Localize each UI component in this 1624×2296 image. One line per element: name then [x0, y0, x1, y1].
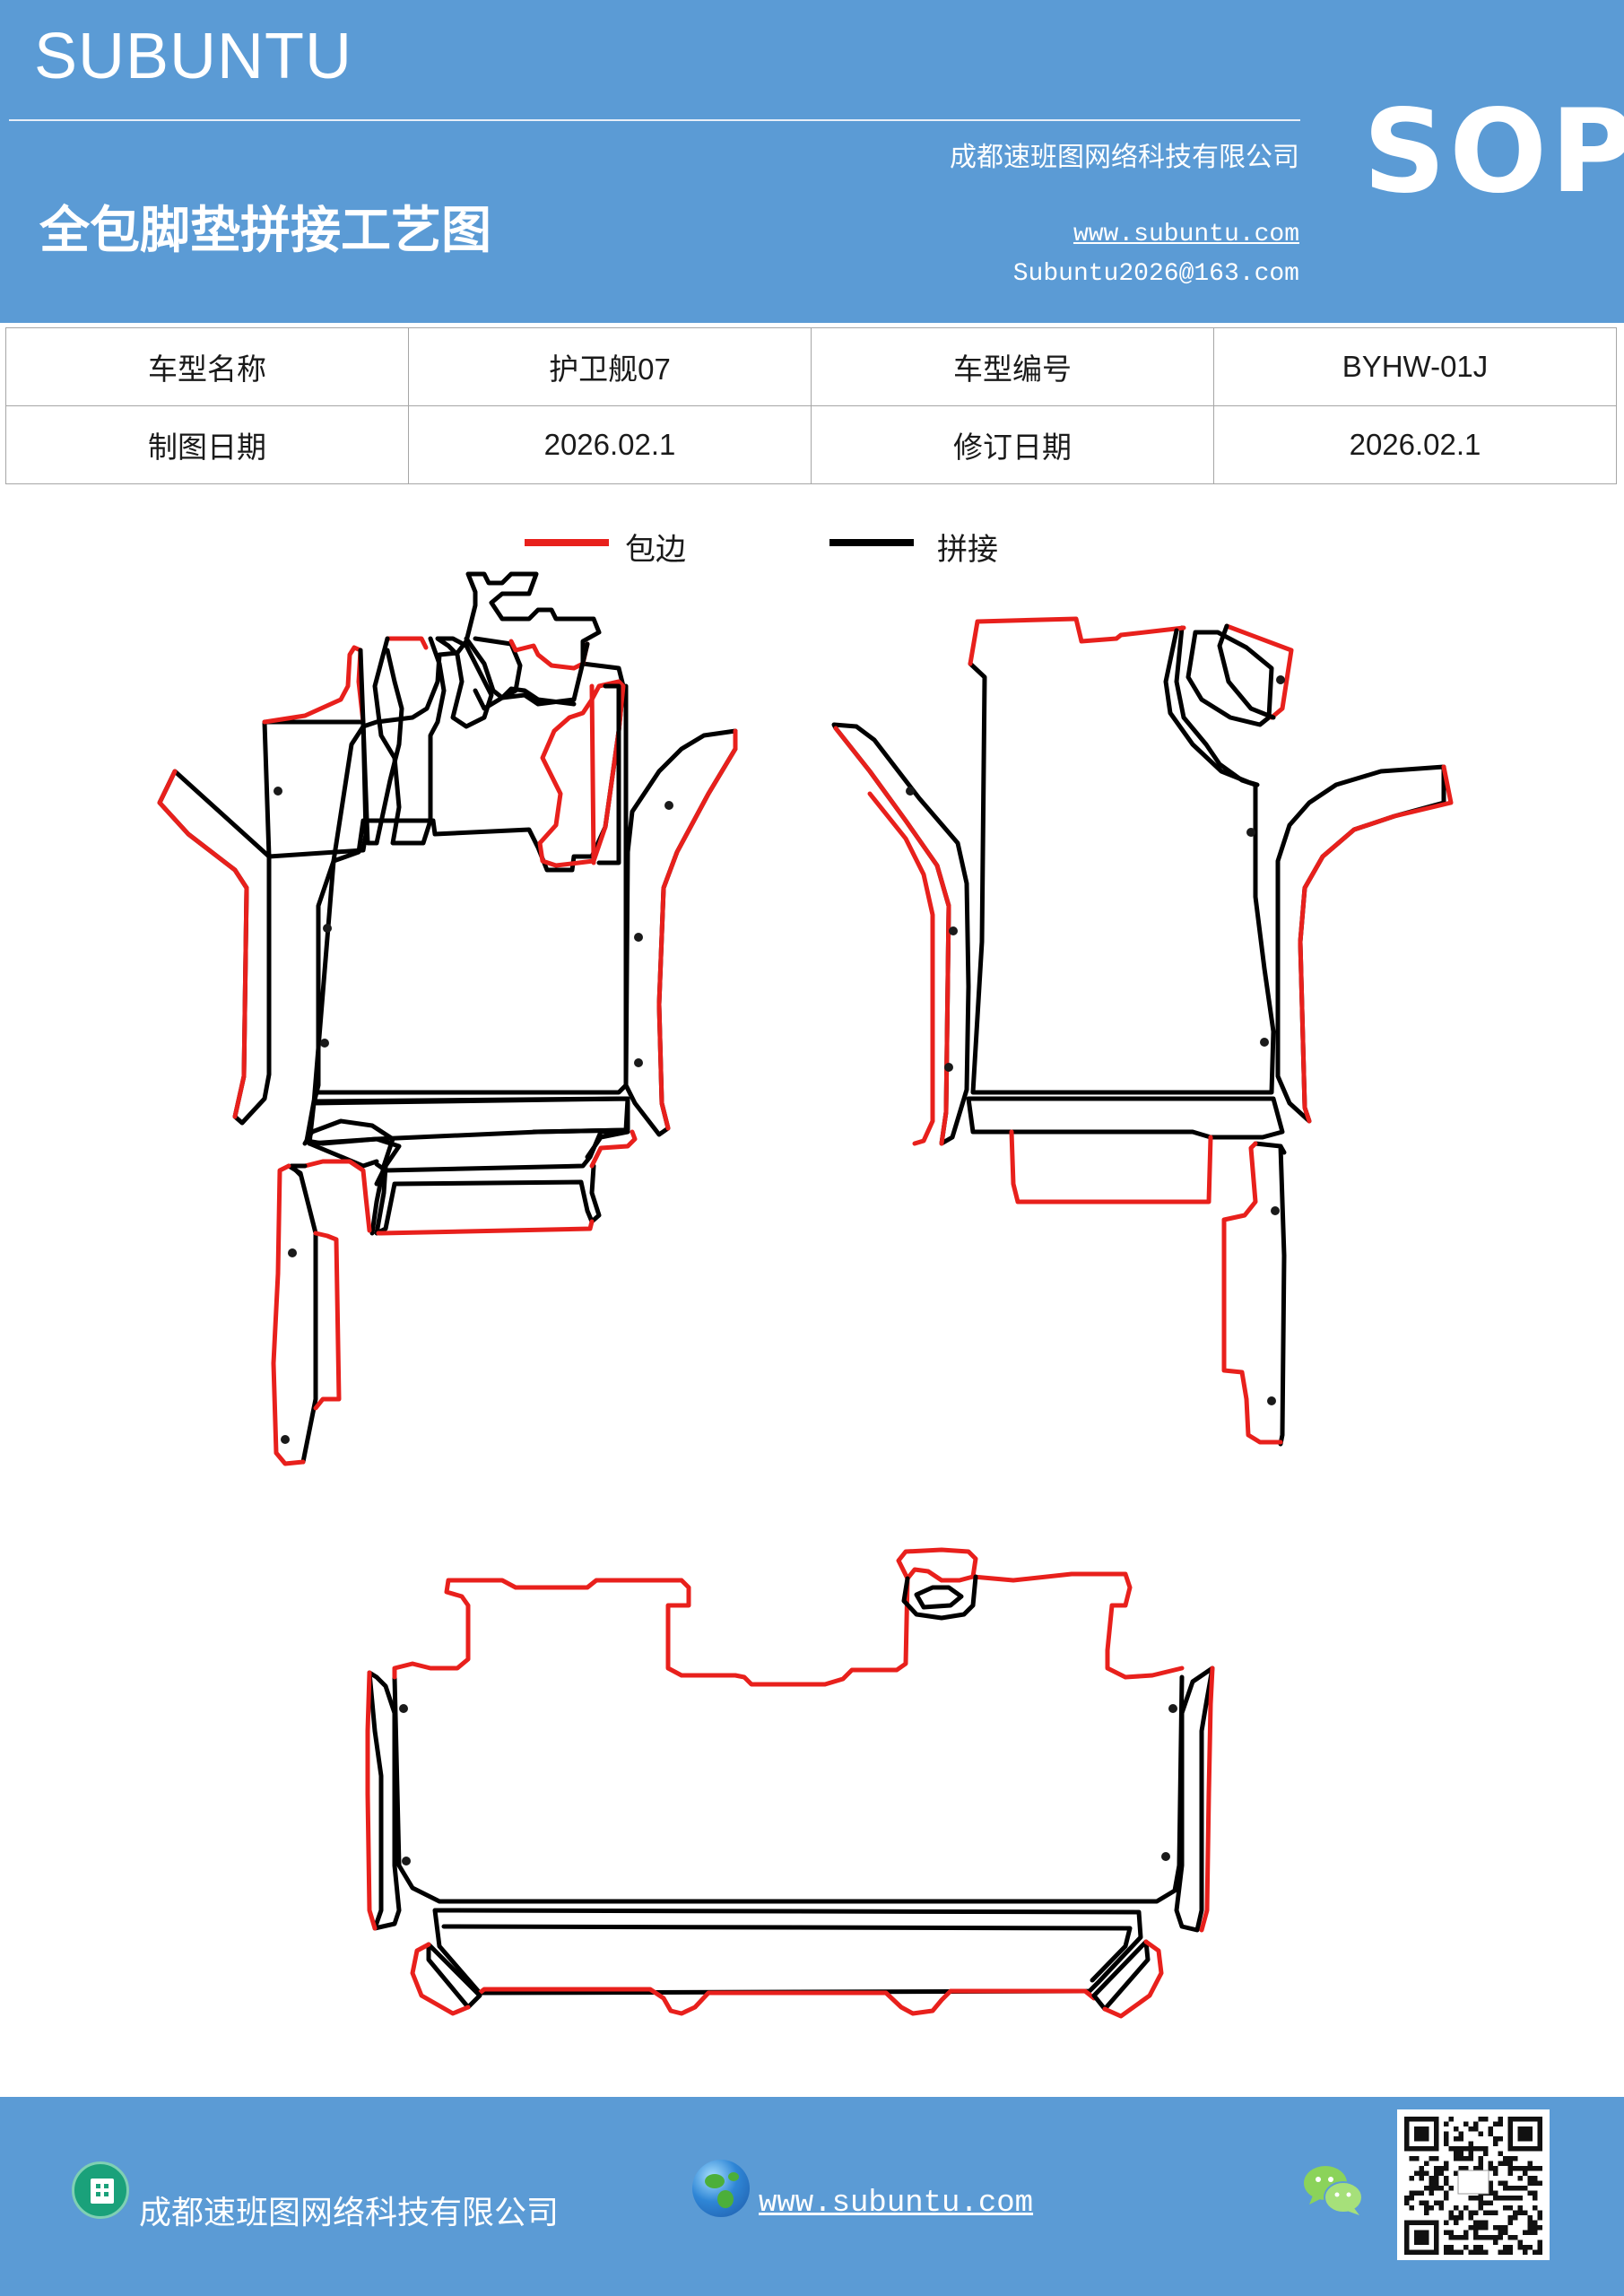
fastener-dot [1276, 675, 1285, 684]
model-name-value: 护卫舰07 [408, 327, 812, 406]
legend-label-edging: 包边 [625, 532, 686, 568]
model-code-label: 车型编号 [811, 327, 1214, 406]
legend-item-edging: 包边 [525, 525, 740, 570]
legend-swatch-red [525, 539, 609, 546]
fastener-dot [323, 924, 332, 933]
legend-item-seam: 拼接 [829, 525, 1045, 570]
fastener-dot [1168, 1704, 1177, 1713]
fastener-dot [664, 801, 673, 810]
globe-icon [692, 2160, 750, 2217]
fastener-dot [1271, 1206, 1280, 1215]
fastener-dot [402, 1857, 411, 1866]
legend-label-seam: 拼接 [937, 532, 998, 568]
revision-date-label: 修订日期 [811, 405, 1214, 484]
building-icon [72, 2161, 129, 2219]
fastener-dot [944, 1063, 953, 1072]
model-name-label: 车型名称 [5, 327, 409, 406]
drawing-date-label: 制图日期 [5, 405, 409, 484]
fastener-dot [288, 1248, 297, 1257]
fastener-dot [1246, 828, 1255, 837]
fastener-dot [1161, 1852, 1170, 1861]
vehicle-info-table: 车型名称 护卫舰07 车型编号 BYHW-01J 制图日期 2026.02.1 … [5, 327, 1617, 484]
drawing-date-value: 2026.02.1 [408, 405, 812, 484]
footer-website-link[interactable]: www.subuntu.com [759, 2187, 1034, 2221]
fastener-dot [1267, 1396, 1276, 1405]
fastener-dot [949, 926, 958, 935]
legend-swatch-black [829, 539, 914, 546]
fastener-dot [906, 787, 915, 796]
fastener-dot [281, 1435, 290, 1444]
fastener-dot [1260, 1038, 1269, 1047]
fastener-dot [634, 933, 643, 942]
header-divider [9, 119, 1300, 121]
fastener-dot [634, 1058, 643, 1067]
front-left-mat [157, 571, 738, 1466]
wechat-icon[interactable] [1302, 2161, 1365, 2219]
rear-mat [365, 1547, 1215, 2019]
fastener-dot [274, 787, 282, 796]
fastener-dot [399, 1704, 408, 1713]
sop-badge: SOP [1363, 85, 1624, 219]
header-website-link[interactable]: www.subuntu.com [1073, 221, 1299, 248]
front-right-mat [831, 616, 1454, 1447]
header-company-name: 成都速班图网络科技有限公司 [950, 142, 1299, 173]
header-email: Subuntu2026@163.com [1012, 260, 1299, 288]
table-row: 制图日期 2026.02.1 修订日期 2026.02.1 [5, 405, 1617, 484]
floor-mat-splicing-diagram [157, 571, 1454, 2019]
table-row: 车型名称 护卫舰07 车型编号 BYHW-01J [5, 327, 1617, 406]
fastener-dot [320, 1039, 329, 1048]
brand-logo-text: SUBUNTU [34, 21, 353, 92]
footer-company-name: 成都速班图网络科技有限公司 [139, 2195, 560, 2231]
model-code-value: BYHW-01J [1213, 327, 1617, 406]
document-title: 全包脚垫拼接工艺图 [39, 201, 491, 260]
header-banner [0, 0, 1624, 323]
qr-code[interactable] [1397, 2109, 1550, 2260]
fastener-dots [274, 675, 1285, 1866]
revision-date-value: 2026.02.1 [1213, 405, 1617, 484]
